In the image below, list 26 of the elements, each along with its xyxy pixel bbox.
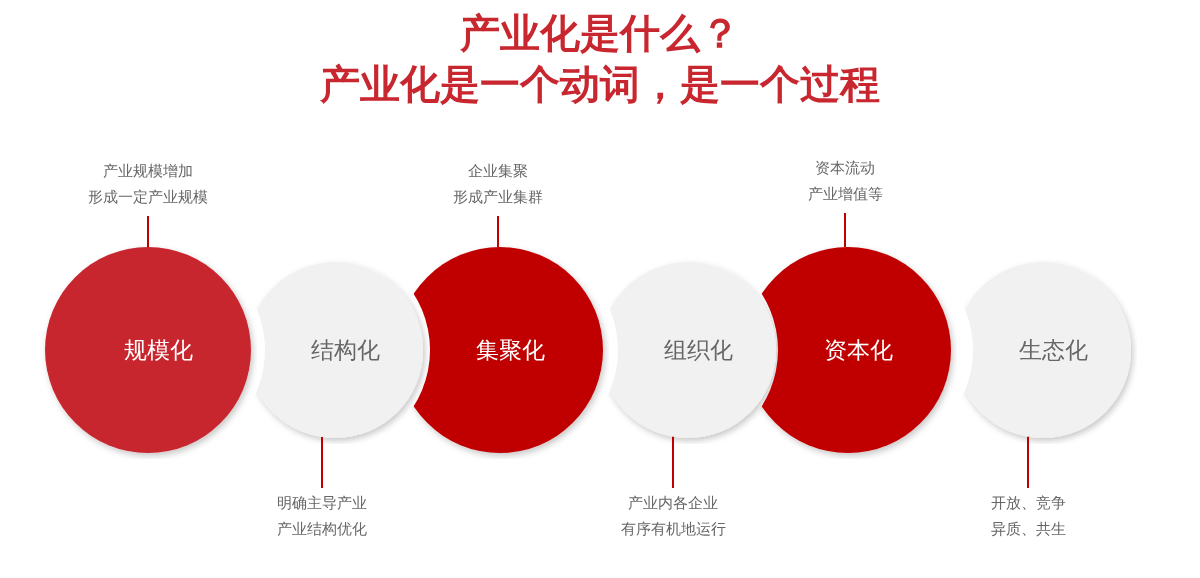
caption-text: 产业内各企业: [628, 493, 718, 514]
leader-line: [147, 215, 149, 248]
caption-text: 资本流动: [815, 158, 875, 179]
caption-text: 异质、共生: [990, 519, 1066, 540]
stage-label: 集聚化: [475, 335, 545, 365]
leader-line: [1027, 435, 1029, 489]
caption-text: 形成产业集群: [453, 187, 543, 208]
leader-line: [497, 215, 499, 248]
caption-text: 有序有机地运行: [620, 519, 726, 540]
title: 产业化是什么？: [460, 9, 740, 58]
stage-label: 生态化: [1018, 335, 1088, 365]
stage-label: 资本化: [823, 335, 893, 365]
stage-label: 组织化: [663, 335, 733, 365]
leader-line: [672, 435, 674, 489]
caption-text: 形成一定产业规模: [88, 187, 208, 208]
caption-text: 产业结构优化: [277, 519, 367, 540]
caption-text: 企业集聚: [468, 161, 528, 182]
leader-line: [321, 436, 323, 489]
caption-text: 产业规模增加: [103, 161, 193, 182]
stage-label: 规模化: [123, 335, 193, 365]
subtitle: 产业化是一个动词，是一个过程: [320, 60, 880, 109]
caption-text: 明确主导产业: [277, 493, 367, 514]
caption-text: 开放、竞争: [990, 493, 1066, 514]
leader-line: [844, 212, 846, 249]
caption-text: 产业增值等: [807, 184, 883, 205]
stage-label: 结构化: [310, 335, 380, 365]
